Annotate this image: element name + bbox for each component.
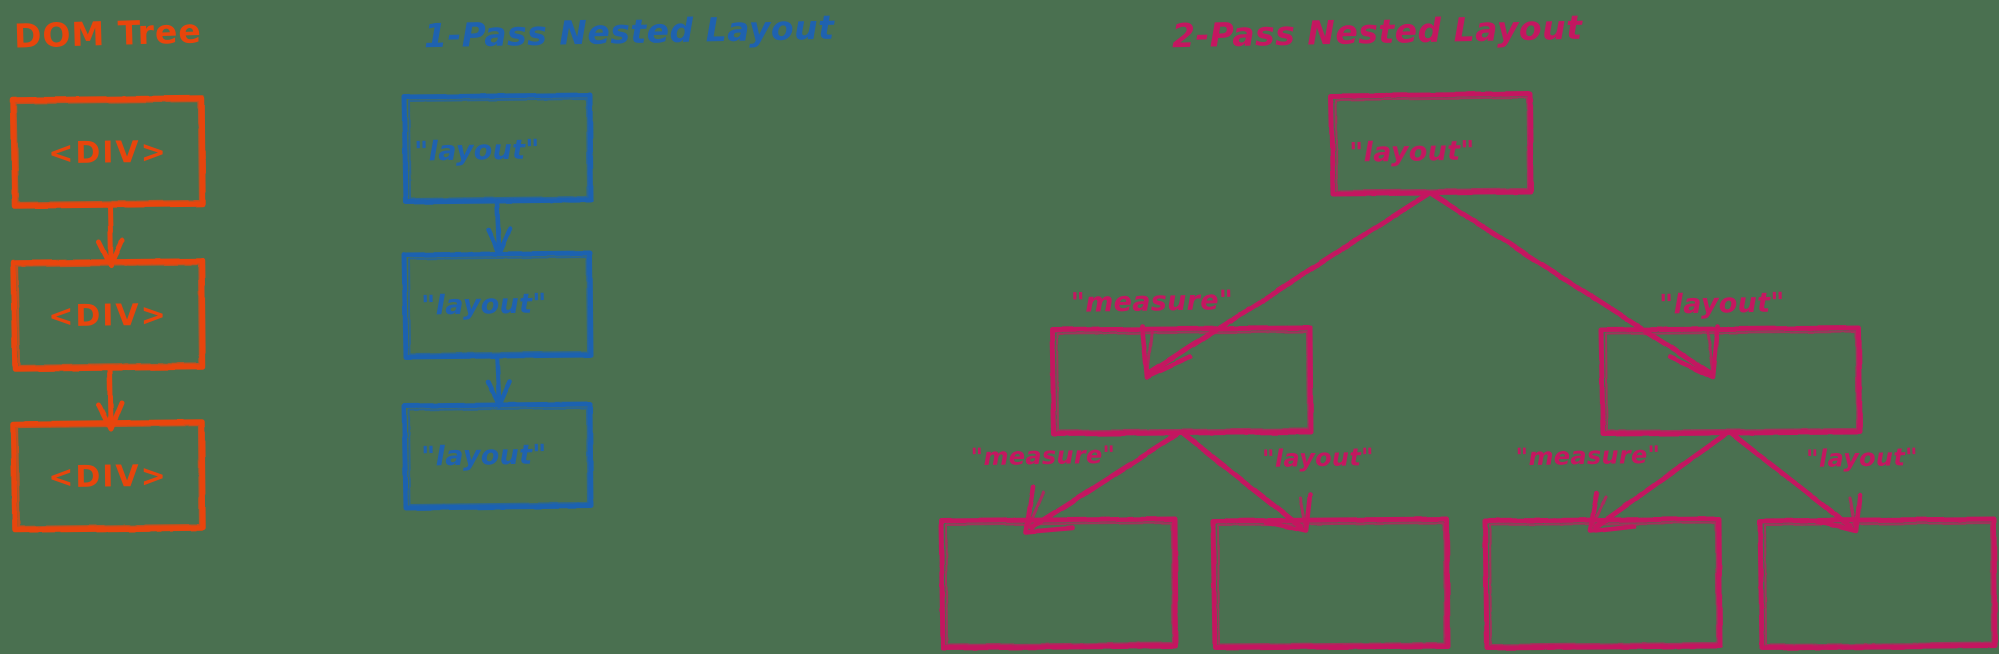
two-pass-node-label-rr: "layout" — [1805, 443, 1919, 473]
two-pass-node-box-lr — [1210, 516, 1451, 651]
two-pass-node-label-right: "layout" — [1659, 287, 1785, 321]
two-pass-node-label-root: "layout" — [1349, 135, 1475, 169]
panel-title-one-pass: 1-Pass Nested Layout — [423, 7, 835, 56]
two-pass-node-box-ll — [938, 516, 1179, 651]
two-pass-node-box-right — [1598, 325, 1863, 437]
one-pass-arrow-1 — [485, 199, 513, 257]
dom-node-label-2: <DIV> — [48, 297, 168, 335]
two-pass-node-box-left — [1049, 325, 1314, 437]
dom-node-label-1: <DIV> — [48, 134, 168, 172]
panel-title-two-pass: 2-Pass Nested Layout — [1171, 7, 1583, 56]
two-pass-node-label-left: "measure" — [1070, 285, 1234, 319]
one-pass-node-label-2: "layout" — [421, 288, 547, 322]
two-pass-node-box-rr — [1757, 516, 1998, 651]
dom-arrow-1 — [96, 203, 125, 269]
two-pass-node-label-lr: "layout" — [1261, 443, 1375, 473]
two-pass-node-label-ll: "measure" — [970, 440, 1116, 472]
panel-title-dom-tree: DOM Tree — [13, 11, 203, 56]
one-pass-node-label-3: "layout" — [421, 439, 547, 473]
dom-arrow-2 — [96, 366, 125, 432]
dom-node-label-3: <DIV> — [48, 458, 168, 496]
two-pass-node-label-rl: "measure" — [1515, 440, 1661, 472]
two-pass-edge-root-right — [1429, 191, 1721, 380]
one-pass-arrow-2 — [485, 354, 513, 409]
one-pass-node-label-1: "layout" — [414, 134, 540, 168]
two-pass-node-box-rl — [1482, 516, 1723, 651]
